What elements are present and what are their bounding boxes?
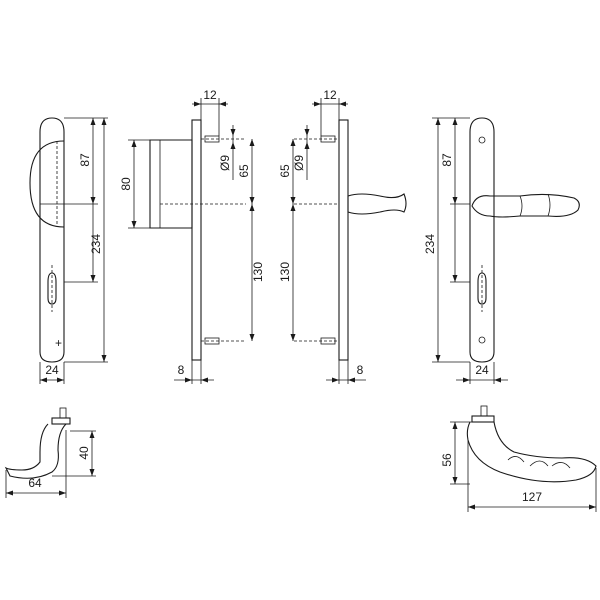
- top-view-knob: 40 64: [4, 407, 96, 498]
- knob-length-label: 64: [28, 476, 42, 490]
- side-left-proj-label: 80: [119, 177, 133, 191]
- front-view-left: + 87 234 24: [29, 117, 108, 384]
- front-left-width-label: 24: [45, 363, 59, 377]
- front-right-cylinder-hole: [477, 272, 487, 305]
- side-right-lever: [347, 193, 407, 215]
- front-left-total-label: 234: [89, 234, 103, 254]
- front-left-plate: [39, 117, 65, 363]
- front-left-cylinder-hole: [47, 272, 57, 305]
- side-left-spindle-top-label: 12: [203, 88, 217, 102]
- side-left-diameter-label: Ø9: [218, 155, 232, 171]
- front-right-total-label: 234: [423, 234, 437, 254]
- knob-height-label: 40: [77, 446, 91, 460]
- side-left-lower-label: 130: [251, 262, 265, 282]
- side-view-left: 80 12 Ø9 65 130 8: [119, 88, 265, 384]
- front-right-width-label: 24: [475, 363, 489, 377]
- front-left-upper-label: 87: [78, 153, 92, 167]
- front-left-knob-rosette: [29, 140, 65, 228]
- knob-profile: [4, 423, 67, 479]
- side-right-thickness-label: 8: [357, 363, 364, 377]
- side-right-plate: [338, 119, 349, 361]
- front-view-right: 87 234 24: [423, 117, 580, 384]
- side-left-plate: [191, 119, 202, 361]
- front-right-upper-label: 87: [440, 153, 454, 167]
- side-right-upper-label: 65: [278, 164, 292, 178]
- lever-height-label: 56: [440, 453, 454, 467]
- side-left-knob-body: [149, 139, 193, 229]
- front-right-lever: [471, 193, 580, 218]
- side-left-thickness-label: 8: [178, 363, 185, 377]
- top-view-lever: 56 127: [440, 405, 597, 512]
- side-right-spindle-top-label: 12: [323, 88, 337, 102]
- lever-length-label: 127: [522, 490, 542, 504]
- lever-profile: [466, 421, 597, 483]
- side-right-lower-label: 130: [278, 262, 292, 282]
- side-right-diameter-label: Ø9: [292, 155, 306, 171]
- side-view-right: 12 Ø9 65 130 8: [278, 88, 407, 384]
- front-left-screw-mark: +: [55, 336, 62, 350]
- front-right-plate: [469, 117, 495, 363]
- side-left-upper-label: 65: [237, 164, 251, 178]
